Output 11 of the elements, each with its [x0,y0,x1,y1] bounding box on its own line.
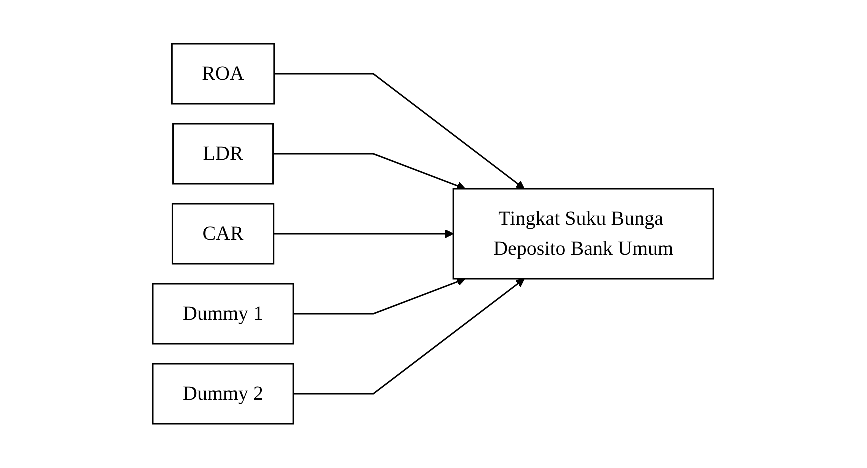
arrow [274,230,454,238]
arrow [274,73,526,190]
node-box: Dummy 2 [152,363,295,425]
arrow [294,278,466,315]
arrow [294,278,526,395]
node-box: ROA [172,43,276,105]
node-box: LDR [172,123,274,185]
node-box: CAR [172,203,275,265]
arrow [274,153,466,190]
node-box: Dummy 1 [152,283,295,345]
node-box: Tingkat Suku Bunga Deposito Bank Umum [453,188,715,280]
